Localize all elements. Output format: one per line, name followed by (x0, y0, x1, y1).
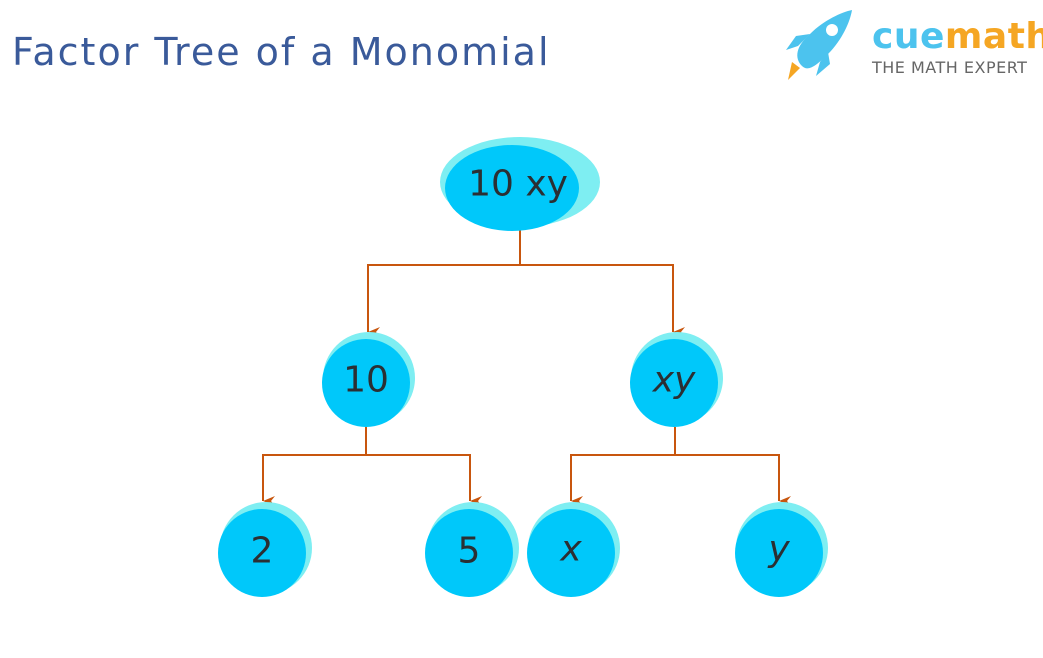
page-title: Factor Tree of a Monomial (12, 30, 551, 74)
connector-xy-y (675, 454, 791, 506)
node-root: 10 xy (440, 137, 600, 231)
connector-10-2 (262, 427, 367, 506)
node-x: x (527, 502, 620, 597)
brand-name: cuemath (872, 16, 1043, 57)
node-label: y (767, 529, 790, 570)
node-label: 10 (343, 360, 389, 401)
connector-10-5 (366, 454, 482, 506)
brand-cue: cue (872, 16, 945, 57)
connectors (262, 230, 791, 506)
node-y: y (735, 502, 828, 597)
node-label: xy (652, 360, 696, 401)
node-5: 5 (425, 502, 519, 597)
brand-tagline: THE MATH EXPERT (872, 58, 1028, 77)
node-label: 2 (251, 531, 274, 572)
rocket-icon (786, 10, 852, 80)
brand-math: math (944, 16, 1043, 57)
cuemath-logo: cuemath THE MATH EXPERT (780, 6, 1043, 86)
node-label: 5 (458, 531, 481, 572)
node-label: x (559, 529, 582, 570)
node-2: 2 (218, 502, 312, 597)
node-xy: xy (630, 332, 723, 427)
connector-xy-x (570, 427, 676, 506)
connector-root-10 (367, 230, 521, 337)
node-10: 10 (322, 332, 415, 427)
node-label: 10 xy (468, 164, 568, 205)
connector-root-xy (520, 264, 685, 337)
